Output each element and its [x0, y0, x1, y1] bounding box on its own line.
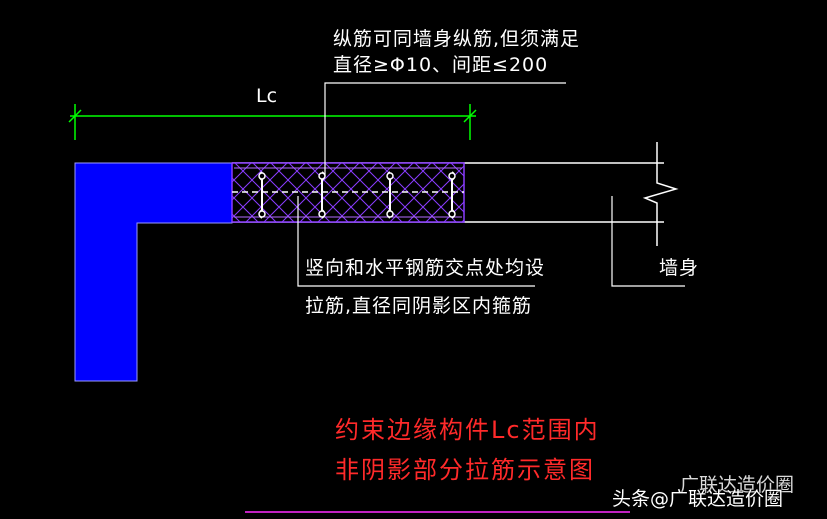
dimension-lc [68, 104, 477, 140]
wall-break-symbol [642, 142, 679, 246]
watermark-overlay: 广联达造价圈 [680, 474, 795, 496]
mid-note-line-1: 竖向和水平钢筋交点处均设 [305, 257, 546, 279]
dimension-label-lc: Lc [256, 85, 278, 107]
caption-line-2: 非阴影部分拉筋示意图 [335, 456, 595, 484]
mid-note-line-2: 拉筋,直径同阴影区内箍筋 [305, 295, 533, 317]
boundary-column-l-shape [74, 162, 233, 382]
rebar-dots [258, 172, 456, 218]
top-note-line-2: 直径≥Φ10、间距≤200 [333, 54, 549, 76]
leader-lines [297, 82, 685, 287]
watermark-handle: 头条@广联达造价圈 [612, 484, 783, 511]
watermark-prefix: 头条 [612, 488, 651, 510]
caption-line-1: 约束边缘构件Lc范围内 [335, 416, 600, 444]
top-note-line-1: 纵筋可同墙身纵筋,但须满足 [333, 28, 581, 50]
watermark-handle-text: @广联达造价圈 [650, 488, 784, 510]
wall-label: 墙身 [659, 257, 700, 279]
